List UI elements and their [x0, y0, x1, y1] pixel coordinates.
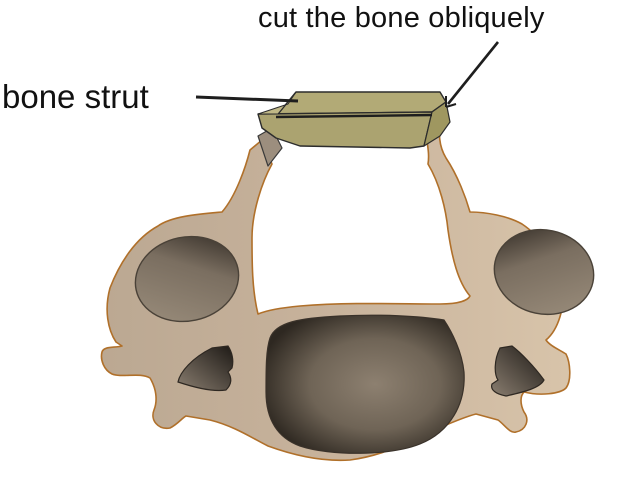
leader-line-bone-strut — [195, 95, 299, 103]
vertebral-body — [265, 314, 465, 454]
leader-arrow-cut-obliquely — [445, 41, 500, 108]
transverse-foramen-left — [134, 235, 240, 323]
small-foramen-left — [177, 345, 234, 392]
label-cut-obliquely: cut the bone obliquely — [258, 2, 545, 34]
transverse-foramen-right — [493, 228, 595, 316]
small-foramen-right — [491, 345, 545, 397]
label-bone-strut: bone strut — [2, 78, 149, 115]
